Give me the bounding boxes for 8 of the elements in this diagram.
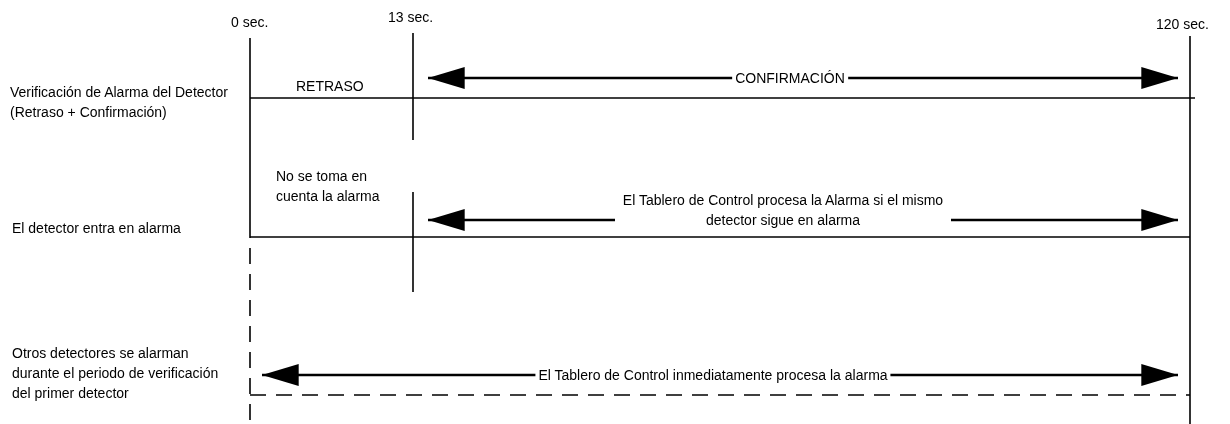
period-label: RETRASO xyxy=(296,77,364,96)
period-label: No se toma en cuenta la alarma xyxy=(276,167,381,206)
time-label: 0 sec. xyxy=(231,13,269,32)
time-label: 120 sec. xyxy=(1156,15,1209,34)
row-label: Verificación de Alarma del Detector (Retraso + Confirmación) xyxy=(10,83,229,122)
row-label: El detector entra en alarma xyxy=(12,219,181,238)
row-label: Otros detectores se alarman durante el periodo de verificación del primer detector xyxy=(12,344,220,403)
time-label: 13 sec. xyxy=(388,8,434,27)
